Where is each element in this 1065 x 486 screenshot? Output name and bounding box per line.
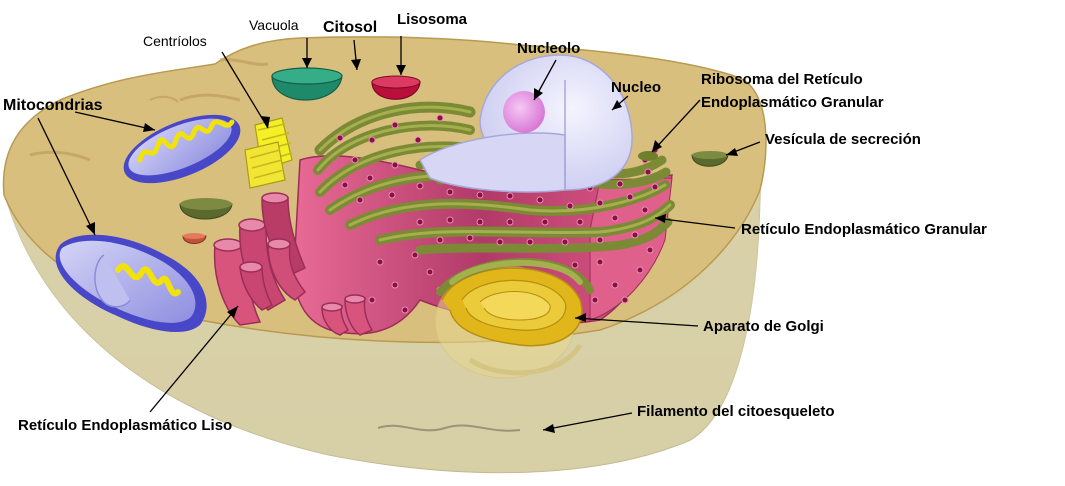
nucleus <box>419 54 633 193</box>
pointer-arrowheads <box>86 58 738 433</box>
pointer-rer <box>654 217 736 229</box>
pointer-lines <box>37 36 761 431</box>
label-centriolos: Centríolos <box>143 33 207 49</box>
label-lisosoma: Lisosoma <box>397 11 468 28</box>
label-nucleo: Nucleo <box>611 79 662 96</box>
label-reticulo-liso: Retículo Endoplasmático Liso <box>18 417 233 434</box>
golgi-apparatus <box>434 258 594 379</box>
label-ribosoma-line2: Endoplasmático Granular <box>701 94 884 111</box>
mitochondrion-top <box>123 114 241 184</box>
label-ribosoma-line1: Ribosoma del Retículo <box>701 71 863 88</box>
smooth-er <box>213 192 374 336</box>
label-vesicula: Vesícula de secreción <box>765 131 921 148</box>
pointer-filamento <box>542 412 633 431</box>
lysosome <box>371 75 421 100</box>
cytoskeleton-filament <box>377 424 521 432</box>
pointer-mito-left <box>37 117 96 236</box>
vesicles <box>179 151 729 244</box>
label-vacuola: Vacuola <box>249 17 299 33</box>
centrioles <box>244 117 293 189</box>
label-reticulo-granular: Retículo Endoplasmático Granular <box>741 221 987 238</box>
pointer-ribosoma <box>651 99 701 153</box>
label-filamento: Filamento del citoesqueleto <box>637 403 835 420</box>
pointer-rel <box>149 305 239 413</box>
mitochondrion-left <box>55 234 207 333</box>
vacuole <box>271 67 343 101</box>
pointer-centriolos <box>221 51 269 129</box>
label-nucleolo: Nucleolo <box>517 40 581 57</box>
label-mitocondrias: Mitocondrias <box>3 97 103 114</box>
pointer-golgi <box>574 317 699 327</box>
label-citosol: Citosol <box>323 19 378 36</box>
pointer-mito-top <box>74 111 156 131</box>
label-aparato-golgi: Aparato de Golgi <box>703 318 824 335</box>
nucleolus <box>503 91 545 133</box>
